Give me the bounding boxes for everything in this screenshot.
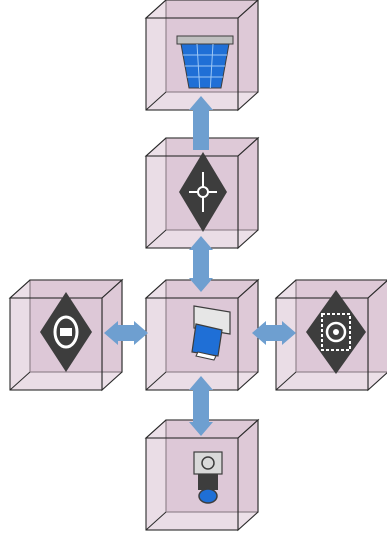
cube-side-face xyxy=(237,136,259,250)
cube-side-face xyxy=(237,418,259,532)
camera-icon xyxy=(193,451,223,504)
drive-frame xyxy=(321,313,351,351)
icon-diamond-bg xyxy=(179,152,227,232)
arrow-center-left xyxy=(104,321,148,345)
camera-mount xyxy=(198,474,218,490)
cube-hidden-edge xyxy=(145,0,167,19)
cube-hidden-edge xyxy=(145,511,167,531)
cd-drive-icon xyxy=(306,290,366,374)
cube-side-face xyxy=(367,280,387,392)
cube-hidden-edge xyxy=(145,371,167,391)
node-cube-center xyxy=(144,278,260,392)
network-switch-icon xyxy=(179,152,227,232)
terminal-screen xyxy=(191,323,223,357)
node-cube-top xyxy=(144,0,259,112)
cube-hidden-edge xyxy=(275,371,297,391)
disc-ring xyxy=(53,315,79,349)
arrow-center-bottom-shape xyxy=(189,376,213,436)
computer-terminal-icon xyxy=(191,305,231,361)
switch-hub xyxy=(197,186,209,198)
cube-hidden-edge xyxy=(145,279,167,299)
arrow-upper-top-shape xyxy=(189,96,213,150)
cube-hidden-edge xyxy=(145,91,167,111)
panel-frame xyxy=(176,35,234,45)
camera-body xyxy=(193,451,223,475)
camera-lens xyxy=(198,488,218,504)
disc-media-icon xyxy=(40,292,92,372)
cube-hidden-edge xyxy=(145,137,167,157)
cube-hidden-edge xyxy=(275,279,297,299)
arrow-center-left-shape xyxy=(104,321,148,345)
icon-layer xyxy=(40,35,366,504)
arrow-upper-top xyxy=(189,96,213,150)
arrow-center-upper-shape xyxy=(189,236,213,292)
cube-hidden-edge xyxy=(9,371,31,391)
arrow-center-right-shape xyxy=(252,321,296,345)
cube-hidden-edge xyxy=(9,279,31,299)
arrow-layer xyxy=(104,96,296,436)
drive-disc xyxy=(325,321,347,343)
cube-hidden-edge xyxy=(145,229,167,249)
arrow-center-right xyxy=(252,321,296,345)
cube-front-face xyxy=(145,437,239,531)
node-cube-bottom xyxy=(144,418,260,532)
arrow-center-upper xyxy=(189,236,213,292)
disc-label xyxy=(60,328,72,336)
solar-panel-icon xyxy=(176,35,234,89)
camera-dial xyxy=(201,456,215,470)
drive-spindle xyxy=(333,329,339,335)
arrow-center-bottom xyxy=(189,376,213,436)
cube-side-face xyxy=(237,0,259,112)
cube-hidden-edge xyxy=(145,419,167,439)
terminal-keyboard xyxy=(195,351,217,361)
